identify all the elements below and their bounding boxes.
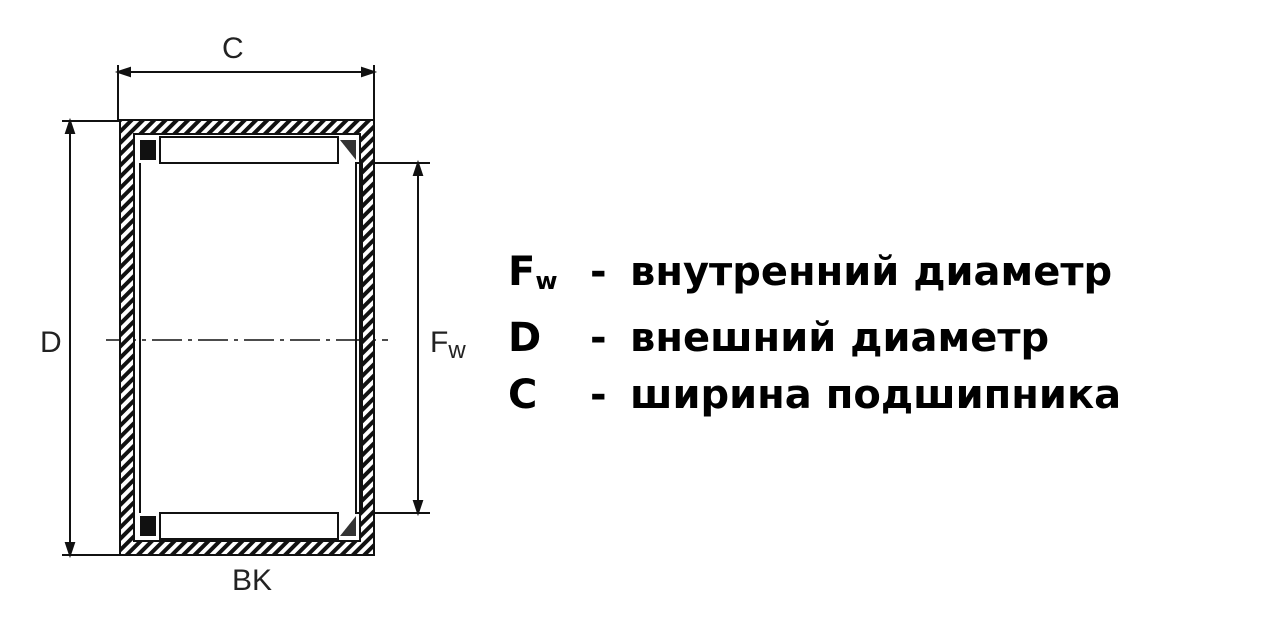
label-c: C xyxy=(222,32,244,65)
legend-symbol: C xyxy=(508,372,538,418)
legend: Fw - внутренний диаметр D - внешний диам… xyxy=(508,244,1121,424)
label-d: D xyxy=(40,326,62,359)
label-fw: Fw xyxy=(430,326,466,364)
legend-text: внутренний диаметр xyxy=(630,249,1113,295)
legend-text: внешний диаметр xyxy=(630,315,1050,361)
bearing-shell xyxy=(119,119,375,556)
legend-symbol: F xyxy=(508,249,536,295)
label-bk: BK xyxy=(232,564,272,597)
legend-subscript: w xyxy=(535,267,558,295)
legend-dash: - xyxy=(590,372,607,418)
legend-row-fw: Fw - внутренний диаметр xyxy=(508,244,1121,310)
legend-dash: - xyxy=(590,315,607,361)
legend-dash: - xyxy=(590,249,607,295)
legend-text: ширина подшипника xyxy=(630,372,1122,418)
legend-symbol: D xyxy=(508,315,542,361)
legend-row-d: D - внешний диаметр xyxy=(508,310,1121,367)
roller-top xyxy=(159,136,339,164)
legend-row-c: C - ширина подшипника xyxy=(508,367,1121,424)
roller-bottom xyxy=(159,512,339,540)
